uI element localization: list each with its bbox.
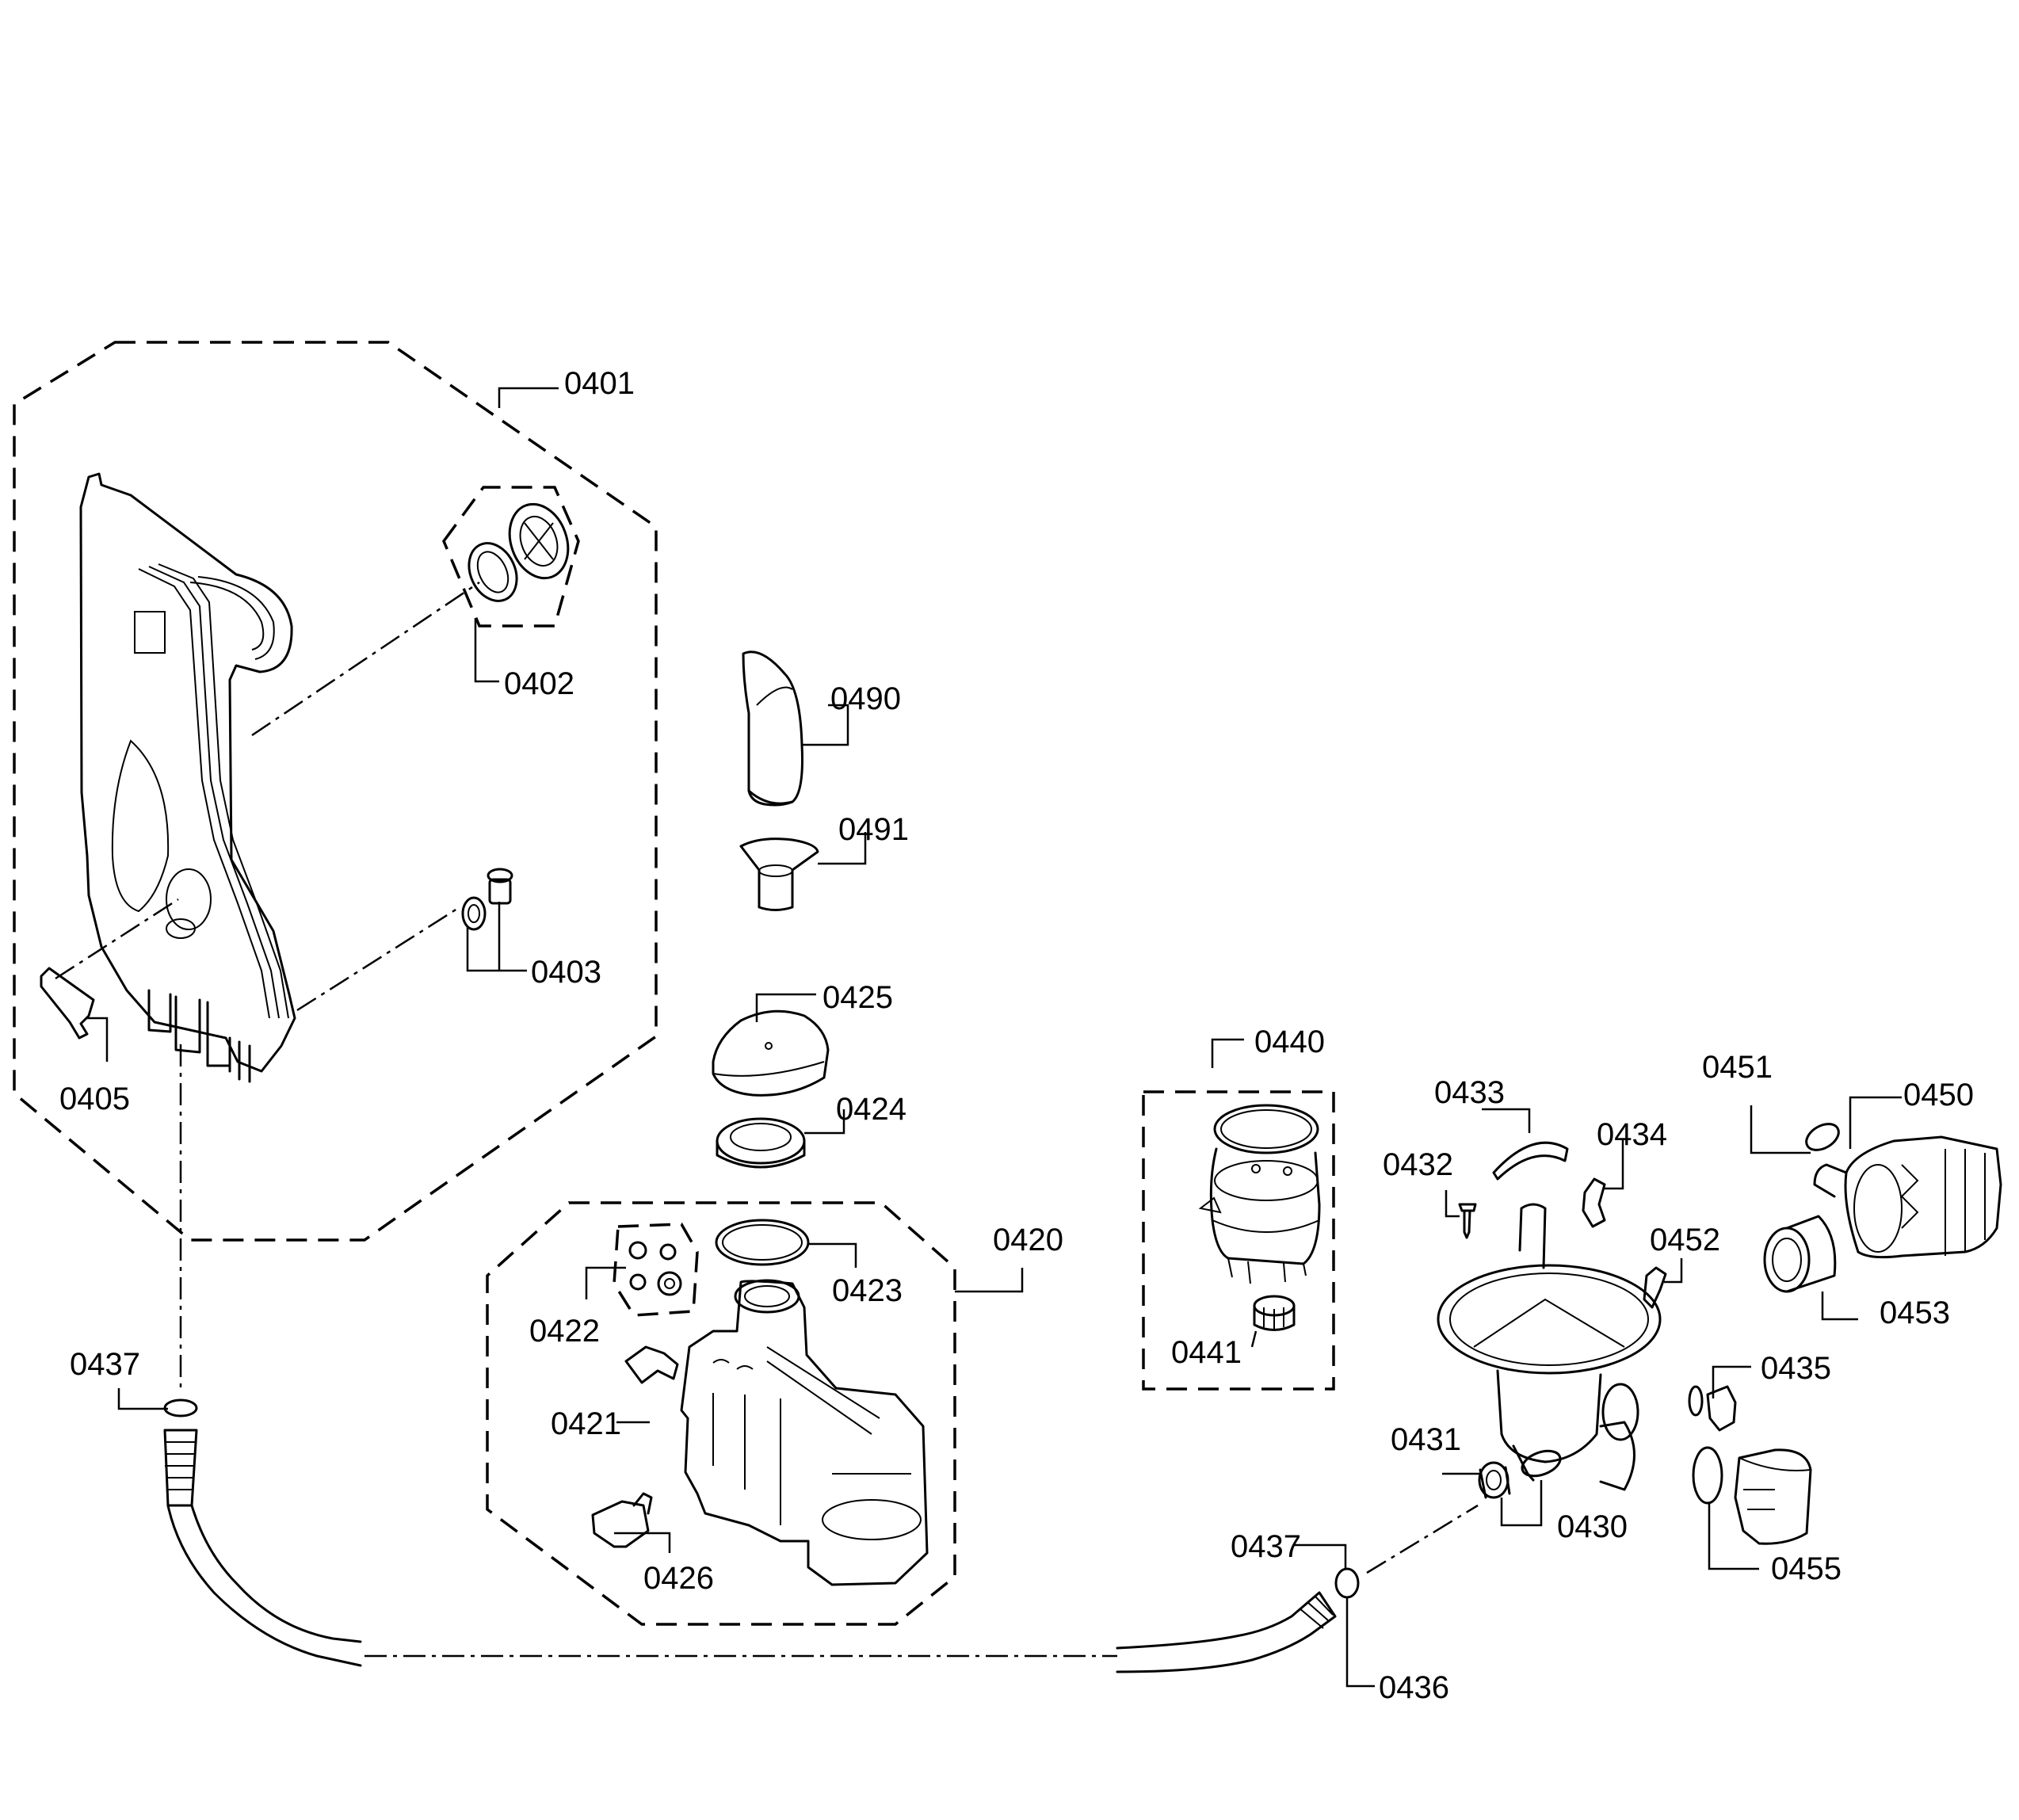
- centerline-0437-right: [1366, 1504, 1479, 1574]
- callout-0434: 0434: [1597, 1117, 1667, 1152]
- clip-0405: [40, 967, 95, 1040]
- funnel-0491: [739, 838, 819, 911]
- outlet-flange-0453: [1763, 1215, 1837, 1293]
- callout-0424: 0424: [836, 1092, 906, 1127]
- callout-0431: 0431: [1391, 1422, 1461, 1457]
- leader-lines: [87, 387, 1902, 1688]
- distribution-plate-0401: [79, 472, 296, 1083]
- heater-pump-0440: [1198, 1104, 1321, 1284]
- callout-0451: 0451: [1702, 1050, 1773, 1085]
- clamp-0451: [1805, 1123, 1840, 1151]
- clip-0452: [1643, 1266, 1667, 1309]
- sump-housing-0420: [680, 1279, 929, 1586]
- group-box-0402: [442, 486, 580, 628]
- callout-0491: 0491: [838, 812, 909, 847]
- callout-0402: 0402: [504, 666, 574, 701]
- cap-0425: [712, 1009, 830, 1097]
- sensor-0426: [591, 1492, 653, 1548]
- sensor-0435: [1688, 1385, 1737, 1432]
- callout-0441: 0441: [1171, 1335, 1242, 1370]
- bracket-0421: [624, 1345, 679, 1384]
- valve-0455: [1692, 1446, 1812, 1545]
- callout-0426: 0426: [643, 1561, 714, 1596]
- callout-0436: 0436: [1379, 1670, 1449, 1705]
- screw-0432: [1458, 1203, 1477, 1239]
- callout-0437-left: 0437: [70, 1347, 140, 1382]
- callout-0423: 0423: [832, 1273, 903, 1308]
- centerline-0403: [296, 906, 460, 1012]
- callout-0421: 0421: [551, 1406, 621, 1441]
- callout-0430: 0430: [1557, 1509, 1628, 1544]
- callout-0435: 0435: [1761, 1351, 1831, 1386]
- gasket-0423: [715, 1219, 810, 1266]
- group-box-0401: [13, 341, 658, 1242]
- clip-0433: [1492, 1141, 1569, 1181]
- circulation-pump-0450: [1813, 1135, 2002, 1259]
- callout-0490: 0490: [830, 681, 901, 716]
- seal-set-0422: [628, 1241, 682, 1296]
- callout-0405: 0405: [59, 1082, 130, 1116]
- callout-0420: 0420: [993, 1223, 1063, 1257]
- nipple-0431: [1478, 1461, 1511, 1499]
- gasket-0423-inner: [722, 1224, 803, 1261]
- callout-0455: 0455: [1771, 1551, 1842, 1586]
- filter-0441: [1253, 1295, 1296, 1331]
- ring-nut-0424: [716, 1117, 806, 1169]
- centerline-0405: [55, 898, 179, 980]
- callout-0425: 0425: [822, 980, 893, 1015]
- callout-0401: 0401: [564, 366, 635, 401]
- centerline-0402: [251, 581, 480, 737]
- callout-0432: 0432: [1383, 1147, 1453, 1182]
- pump-housing-0430: [1437, 1203, 1662, 1491]
- callout-0422: 0422: [529, 1314, 600, 1349]
- callout-labels: 0401 0402 0403 0405 0490 0491 0425 0424 …: [59, 366, 1974, 1705]
- fitting-0403: [461, 868, 513, 931]
- callout-0440: 0440: [1254, 1024, 1325, 1059]
- clip-0434: [1582, 1177, 1606, 1228]
- callout-0452: 0452: [1650, 1223, 1720, 1257]
- seal-nozzle-0402: [468, 502, 570, 602]
- callout-0403: 0403: [531, 955, 601, 990]
- callout-0433: 0433: [1434, 1075, 1505, 1110]
- callout-0437-right: 0437: [1231, 1529, 1301, 1564]
- group-box-0420: [486, 1201, 956, 1626]
- group-box-0440: [1142, 1090, 1335, 1391]
- callout-0453: 0453: [1880, 1295, 1950, 1330]
- drain-hose-left: [163, 1398, 362, 1667]
- group-box-0422: [613, 1223, 699, 1317]
- spout-0490: [742, 651, 803, 807]
- drain-hose-right: [1116, 1567, 1360, 1673]
- callout-0450: 0450: [1903, 1078, 1974, 1112]
